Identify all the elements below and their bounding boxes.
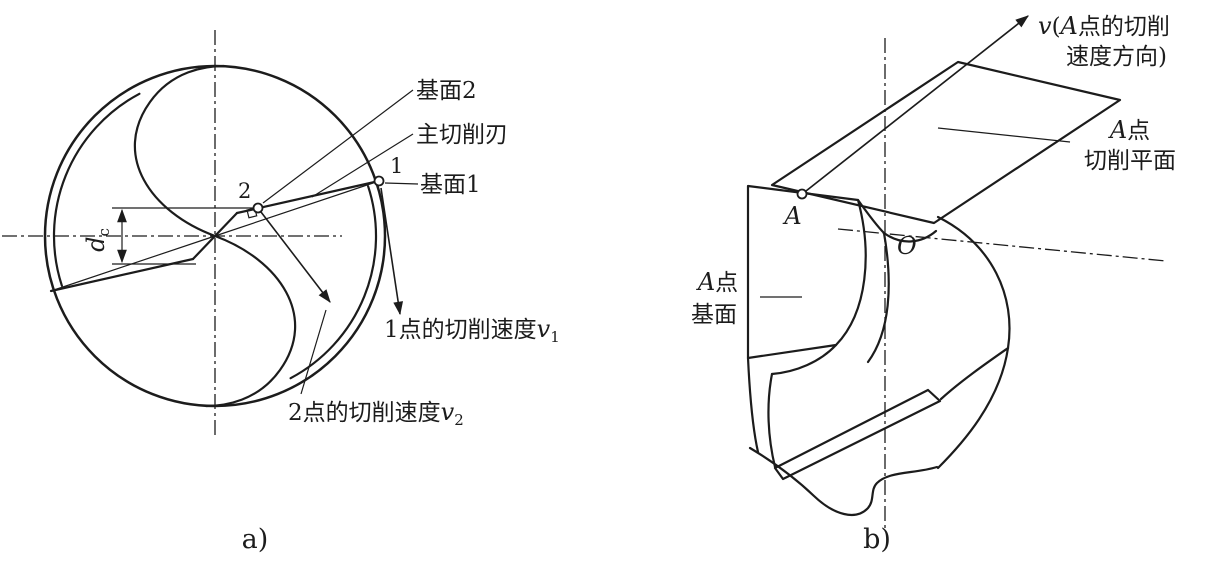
velocity-arrow-point-1 xyxy=(380,187,404,316)
cutting-plane-surface xyxy=(770,60,1122,225)
label-main-cutting-edge: 主切削刃 xyxy=(416,122,508,148)
flute-lower-curve xyxy=(770,343,838,376)
point-1-number: 1 xyxy=(390,154,403,178)
flute-curve-upper xyxy=(133,64,226,238)
point-a-marker xyxy=(796,188,808,200)
flute-edge-from-o xyxy=(866,231,890,364)
broken-bottom-edge xyxy=(748,446,939,516)
leader-base-plane-2 xyxy=(262,89,414,204)
point-1-marker xyxy=(373,175,385,187)
label-base-plane-1: 基面1 xyxy=(420,172,481,198)
point-2-marker xyxy=(252,202,264,214)
base-plane-surface xyxy=(746,184,867,360)
leader-base-plane-1 xyxy=(384,182,419,185)
caption-a: a) xyxy=(242,524,269,555)
point-2-number: 2 xyxy=(238,179,251,203)
label-velocity-direction-line1: v(A点的切削 xyxy=(1038,12,1170,40)
leader-main-cutting-edge xyxy=(311,133,414,198)
label-base-plane-a-line2: 基面 xyxy=(691,302,737,328)
figure-a-drill-end-view: dc 1 2 基面2 主切削刃 基面1 1点的切削速度v1 2点的切削速度v2 … xyxy=(2,30,560,555)
drill-body-left-outline xyxy=(746,356,760,454)
flute-left-edge xyxy=(767,372,777,469)
inclined-axis-line xyxy=(837,228,1167,262)
label-velocity-point-1: 1点的切削速度v1 xyxy=(384,315,560,346)
label-cutting-plane-line1: A点 xyxy=(1108,116,1150,144)
point-a-label: A xyxy=(782,202,801,230)
label-velocity-point-2: 2点的切削速度v2 xyxy=(288,398,464,429)
heel-edge-right xyxy=(939,346,1010,401)
label-base-plane-a-line1: A点 xyxy=(696,268,738,296)
flute-curve-lower xyxy=(204,234,297,408)
point-o-label: O xyxy=(897,232,917,260)
flank-edge-upper xyxy=(214,180,380,237)
velocity-arrow-point-2 xyxy=(260,211,331,303)
margin-arc-right xyxy=(289,185,378,380)
label-velocity-direction-line2: 速度方向) xyxy=(1066,44,1167,70)
chisel-point-edge xyxy=(882,229,938,243)
dc-dimension-label: dc xyxy=(82,228,113,252)
leader-cutting-plane xyxy=(937,127,1071,143)
label-base-plane-2: 基面2 xyxy=(416,78,477,104)
drill-body-right-outline xyxy=(936,215,1011,470)
edge-a-to-o xyxy=(856,198,886,235)
figure-b-drill-point-3d: A O v(A点的切削 速度方向) A点 切削平面 A点 基面 b) xyxy=(691,12,1176,555)
velocity-arrow-point-a xyxy=(805,15,1029,192)
leader-velocity-2-label xyxy=(300,309,327,395)
caption-b: b) xyxy=(863,524,891,555)
lip-edge-band xyxy=(773,388,942,481)
label-cutting-plane-line2: 切削平面 xyxy=(1084,148,1176,174)
margin-arc-left xyxy=(52,92,141,287)
